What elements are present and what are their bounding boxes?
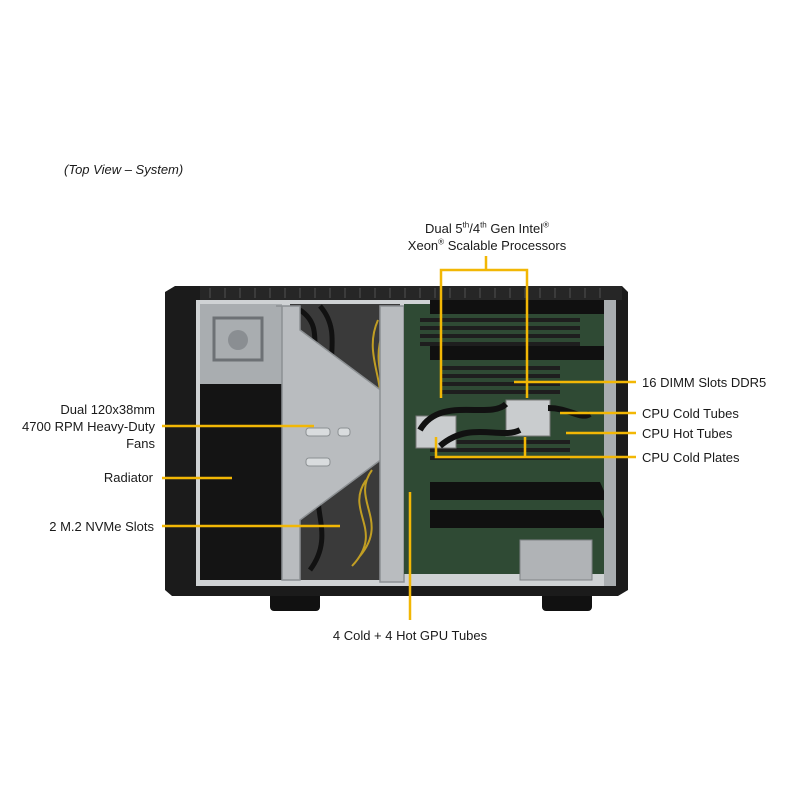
label-processors-line1: Dual 5th/4th Gen Intel® — [424, 220, 550, 236]
label-gpu-tubes: 4 Cold + 4 Hot GPU Tubes — [332, 628, 488, 643]
label-dimm-slots: 16 DIMM Slots DDR5 — [642, 375, 767, 390]
cpu-cold-plate-2 — [505, 399, 551, 437]
label-fans-line1: Dual 120x38mm — [60, 402, 155, 417]
leader-cpu-cold-plates — [434, 437, 636, 459]
rear-io-rail — [604, 300, 616, 586]
label-cpu-cold-tubes: CPU Cold Tubes — [642, 406, 739, 421]
chassis-top-ridge — [200, 286, 622, 300]
label-cpu-hot-tubes: CPU Hot Tubes — [642, 426, 733, 441]
figure-caption: (Top View – System) — [64, 162, 184, 177]
label-radiator: Radiator — [103, 470, 153, 485]
gpu-card-3 — [430, 300, 606, 314]
drive-bay — [519, 539, 593, 581]
support-bracket — [276, 305, 395, 581]
leader-lines — [162, 256, 636, 620]
fan-hub — [228, 330, 248, 350]
cpu-tube-cold — [417, 401, 509, 432]
label-nvme-slots: 2 M.2 NVMe Slots — [49, 519, 154, 534]
gpu-card-2 — [430, 510, 608, 528]
label-fans-line2: 4700 RPM Heavy-Duty — [22, 419, 155, 434]
cpu-tube-hot — [438, 427, 522, 449]
radiator-block — [200, 384, 284, 580]
fan-bracket — [212, 316, 264, 362]
gpu-card-4 — [430, 346, 606, 360]
bracket-pillar — [379, 305, 405, 583]
gpu-card-1 — [430, 482, 608, 500]
leader-processors — [439, 256, 529, 398]
label-cpu-cold-plates: CPU Cold Plates — [642, 450, 740, 465]
label-processors: Dual 5th/4th Gen Intel® Xeon® Scalable P… — [392, 220, 582, 254]
label-processors-line2: Xeon® Scalable Processors — [407, 237, 567, 253]
label-fans: Dual 120x38mm 4700 RPM Heavy-Duty Fans — [0, 401, 155, 452]
label-fans-line3: Fans — [126, 436, 155, 451]
